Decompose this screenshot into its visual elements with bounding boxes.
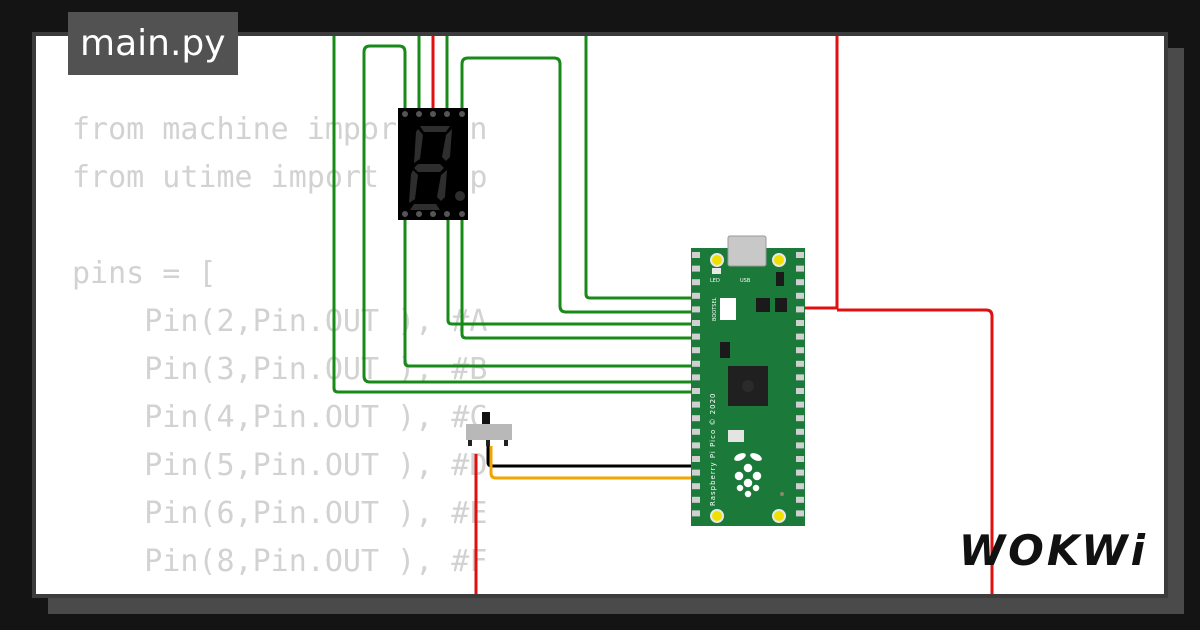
pico-pin	[796, 401, 804, 408]
pico-pin	[796, 347, 804, 354]
label-led: LED	[710, 278, 720, 284]
pico-pin	[796, 292, 804, 299]
pico-pin	[692, 292, 700, 299]
pico-pin	[692, 456, 700, 462]
pico-board[interactable]: LED USB BOOTSEL Raspberry Pi Pico © 2020	[691, 235, 805, 526]
pico-pin	[692, 306, 700, 313]
slide-switch-icon[interactable]	[466, 412, 512, 446]
pico-pin	[796, 374, 804, 381]
wire-black	[486, 446, 698, 468]
wire-green	[460, 216, 698, 340]
wire-green	[332, 36, 698, 394]
pico-pin	[692, 279, 700, 286]
code-line: Pin(8,Pin.OUT ), #F	[72, 544, 488, 579]
pico-pin	[692, 401, 700, 408]
file-tab[interactable]: main.py	[68, 12, 238, 75]
wokwi-logo: WOKWi	[958, 526, 1148, 575]
bootsel-button[interactable]	[720, 298, 736, 320]
pico-pin	[692, 320, 700, 326]
code-line: Pin(5,Pin.OUT ), #D	[72, 448, 488, 483]
pico-pin	[796, 496, 804, 503]
wire-yellow	[489, 446, 698, 480]
pico-pin	[692, 496, 700, 503]
code-line: pins = [	[72, 256, 217, 291]
pico-pin	[796, 279, 804, 286]
pico-pin	[692, 252, 700, 258]
pico-pin	[796, 442, 804, 449]
pico-pin	[796, 306, 804, 313]
wire-red	[792, 36, 839, 310]
wire-green	[362, 44, 698, 384]
pico-pin	[692, 374, 700, 381]
pico-pin	[796, 415, 804, 422]
pico-pin	[692, 265, 700, 272]
pico-pin	[796, 483, 804, 490]
wire-red	[837, 308, 994, 594]
wire-green	[446, 216, 698, 326]
code-line: Pin(2,Pin.OUT ), #A	[72, 304, 488, 339]
pico-pin	[692, 428, 700, 435]
pico-pin	[796, 456, 804, 462]
pico-pin	[692, 442, 700, 449]
pico-pin	[796, 469, 804, 476]
wire-green	[403, 216, 698, 368]
pico-pin	[796, 428, 804, 435]
wire-green	[584, 36, 698, 300]
code-line: Pin(7,Pin.OUT ), #G	[72, 586, 487, 594]
pico-pin	[692, 483, 700, 490]
code-line: Pin(6,Pin.OUT ), #E	[72, 496, 488, 531]
circuit-diagram: LED USB BOOTSEL Raspberry Pi Pico © 2020	[332, 36, 994, 594]
seven-segment-display-icon[interactable]	[398, 108, 468, 220]
label-board-name: Raspberry Pi Pico © 2020	[709, 393, 717, 507]
label-bootsel: BOOTSEL	[712, 297, 718, 321]
pico-pin	[796, 510, 804, 517]
pico-pin	[796, 320, 804, 326]
usb-port-icon	[727, 235, 767, 267]
pico-pin	[692, 360, 700, 367]
label-usb: USB	[740, 278, 751, 284]
code-line: Pin(3,Pin.OUT ), #B	[72, 352, 488, 387]
pico-pin	[692, 415, 700, 422]
wire-green	[460, 56, 698, 314]
pico-pin	[796, 252, 804, 258]
pico-pin	[796, 265, 804, 272]
pico-pin	[692, 469, 700, 476]
pico-pin	[692, 510, 700, 517]
pico-pin	[692, 347, 700, 354]
pico-pin	[796, 388, 804, 394]
raspberry-pi-logo-icon	[732, 451, 764, 499]
pico-pin	[692, 388, 700, 394]
pico-pin	[796, 333, 804, 340]
pico-pin	[796, 360, 804, 367]
pico-pin	[692, 333, 700, 340]
